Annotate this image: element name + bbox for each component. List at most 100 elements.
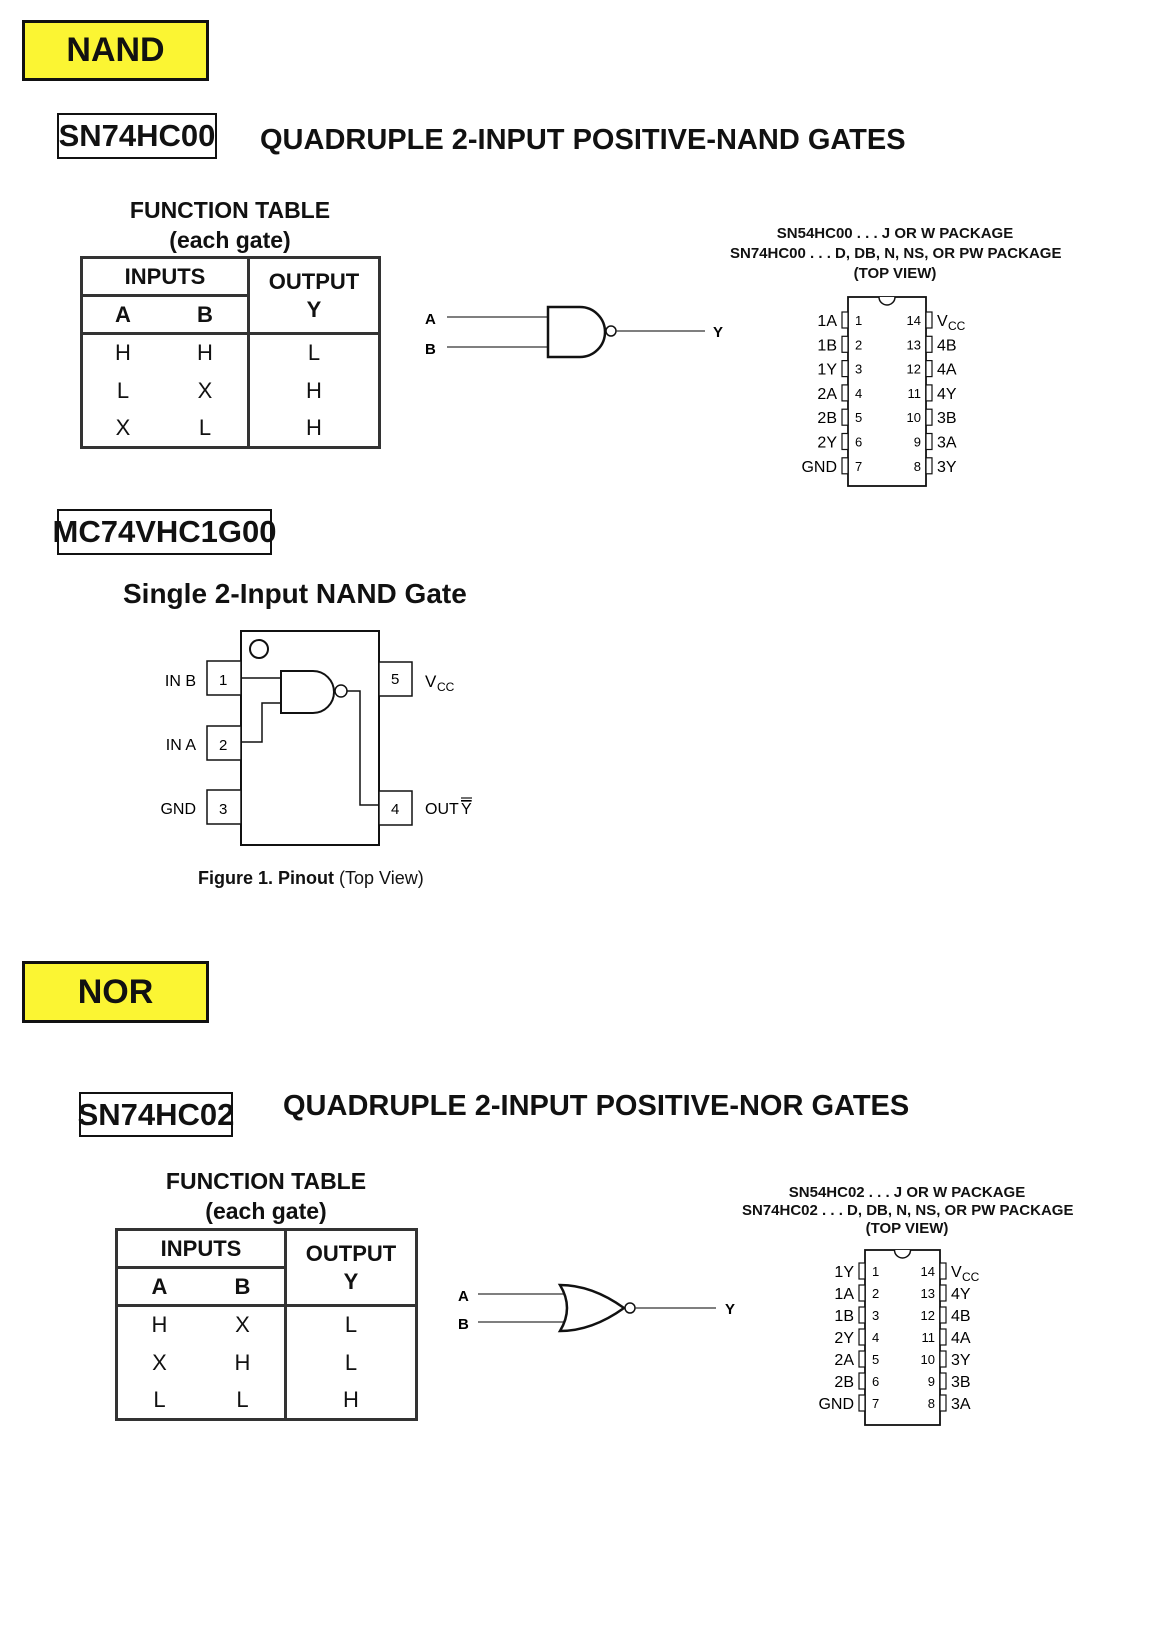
nor-tag-label: NOR (77, 972, 154, 1011)
cell-a: L (116, 377, 130, 403)
cell-y: H (306, 377, 322, 403)
output-label: OUTPUT (268, 268, 360, 294)
pin-stub (939, 1372, 947, 1390)
mc74vhc1g00-part-label: MC74VHC1G00 (52, 514, 277, 549)
pin-name: 4Y (937, 386, 957, 403)
nor-function-table-title: FUNCTION TABLE (each gate) (115, 1166, 417, 1226)
sn74hc00-part-box: SN74HC00 (57, 113, 217, 159)
ft-title-line2: (each gate) (169, 227, 291, 253)
cell-b: L (163, 409, 250, 448)
pin1-number: 1 (219, 672, 227, 689)
pin-stub (925, 457, 933, 475)
cell-b: H (163, 333, 250, 372)
nand-gate-body-icon (546, 305, 607, 359)
pin-stub (841, 311, 849, 329)
pin-number: 9 (928, 1374, 935, 1389)
pin-number: 7 (872, 1396, 879, 1411)
col-b-header: B (163, 295, 250, 335)
sn74hc02-part-label: SN74HC02 (77, 1096, 235, 1132)
cell-y: L (307, 340, 321, 366)
pin-name: 2B (817, 410, 837, 427)
nor-gate-symbol: A B Y (458, 1283, 735, 1333)
dip-notch-icon (878, 296, 896, 306)
pin3-label: GND (160, 801, 196, 818)
inputs-header: INPUTS (81, 257, 250, 297)
pin-name: 3Y (951, 1352, 971, 1369)
pin5-subscript: CC (437, 680, 455, 694)
cell-b: X (163, 371, 250, 410)
pin-stub (925, 311, 933, 329)
pin-number: 13 (907, 337, 921, 352)
cell-b: L (201, 1381, 287, 1420)
pin-number: 3 (872, 1308, 879, 1323)
ft-title-line1: FUNCTION TABLE (129, 197, 331, 223)
cell-y: L (344, 1349, 358, 1375)
pin-name: 4Y (951, 1286, 971, 1303)
ft-title-line1: FUNCTION TABLE (165, 1168, 367, 1194)
pin-stub (939, 1306, 947, 1324)
pin-name: 3Y (937, 459, 957, 476)
pin-number: 9 (914, 435, 921, 450)
pin-number: 5 (855, 410, 862, 425)
output-col-y: Y (343, 1268, 359, 1294)
pin-number: 10 (907, 410, 921, 425)
pin4-overbar-y: Y (461, 801, 472, 818)
pin-name: 4B (951, 1308, 971, 1325)
cell-a: X (115, 414, 131, 440)
pin-name: 1B (834, 1308, 854, 1325)
sn74hc00-package-caption: SN54HC00 . . . J OR W PACKAGE SN74HC00 .… (730, 224, 1061, 284)
pin-number: 10 (921, 1352, 935, 1367)
pin-stub (925, 359, 933, 378)
pkg-line1: SN54HC02 . . . J OR W PACKAGE (788, 1184, 1026, 1201)
ft-title-line2: (each gate) (205, 1198, 327, 1224)
pkg-line3: (TOP VIEW) (853, 265, 937, 282)
pin-name: GND (801, 459, 837, 476)
pin-stub (858, 1328, 866, 1346)
pin-number: 6 (872, 1374, 879, 1389)
inputs-header: INPUTS (116, 1229, 287, 1269)
sn74hc00-part-label: SN74HC00 (58, 118, 216, 153)
pin-stub (841, 359, 849, 378)
pin-name: 1Y (817, 362, 837, 379)
pin-stub (939, 1350, 947, 1368)
pin-number: 8 (928, 1396, 935, 1411)
mc74vhc1g00-title: Single 2-Input NAND Gate (123, 578, 467, 609)
sn74hc02-title: QUADRUPLE 2-INPUT POSITIVE-NOR GATES (283, 1090, 910, 1122)
cell-a: L (153, 1386, 166, 1412)
nand-tag-label: NAND (66, 31, 165, 69)
table-row: L X H (82, 371, 380, 410)
col-a-header: A (116, 1267, 201, 1307)
pin3-number: 3 (219, 801, 227, 818)
pin-name: 2A (834, 1352, 854, 1369)
pin-name: 4B (937, 337, 957, 354)
table-row: H H L (82, 333, 380, 372)
pin-name: V (951, 1264, 962, 1281)
figure-caption-bold: Figure 1. Pinout (198, 868, 335, 888)
pin-number: 1 (872, 1264, 879, 1279)
nor-symbol-output: Y (725, 1301, 735, 1318)
pin-name: 2B (834, 1374, 854, 1391)
output-label: OUTPUT (305, 1240, 397, 1266)
nand-gate-symbol: A B Y (425, 305, 723, 359)
dip-notch-icon (893, 1249, 912, 1259)
output-header: OUTPUT Y (248, 257, 380, 335)
dip-body (864, 1249, 941, 1426)
pin1-marker-icon (249, 639, 269, 659)
cell-a: H (151, 1312, 168, 1338)
pin-number: 14 (921, 1264, 935, 1279)
pin-number: 2 (872, 1286, 879, 1301)
sn74hc00-title: QUADRUPLE 2-INPUT POSITIVE-NAND GATES (260, 124, 906, 156)
pkg-line1: SN54HC00 . . . J OR W PACKAGE (776, 225, 1014, 242)
pin-number: 2 (855, 337, 862, 352)
cell-a: X (152, 1349, 167, 1375)
pin-stub (939, 1394, 947, 1412)
pin-name: 3A (937, 435, 957, 452)
pin5-number: 5 (391, 671, 399, 688)
pin-number: 6 (855, 435, 862, 450)
inversion-bubble-icon (605, 325, 617, 337)
pin-stub (841, 457, 849, 475)
pin-stub (925, 335, 933, 353)
nand-symbol-output: Y (713, 324, 723, 341)
pin-name: 1B (817, 337, 837, 354)
